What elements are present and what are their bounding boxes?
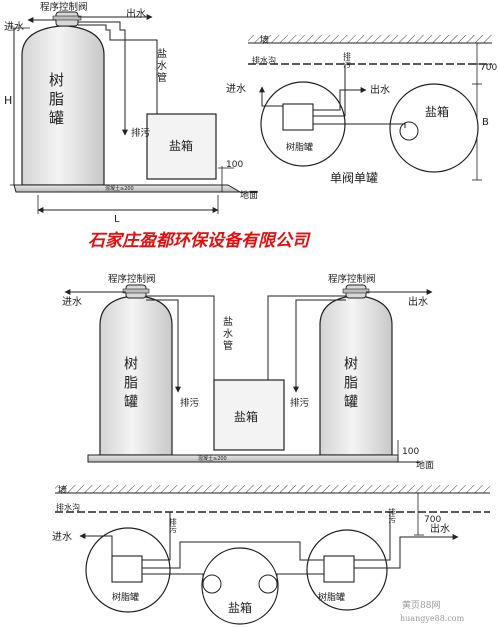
control-valve-plan-left (111, 555, 143, 583)
plan-salt-tank-label: 盐箱 (425, 104, 449, 119)
control-valve-label: 程序控制阀 (40, 1, 88, 13)
water-in-label: 进水 (4, 21, 24, 33)
plan-dim-700-double-label: 700 (424, 515, 441, 525)
company-name: 石家庄盈都环保设备有限公司 (88, 231, 311, 251)
resin-tank-right-label: 树脂罐 (342, 356, 358, 413)
plan-trench-label: 排水沟 (252, 55, 276, 65)
height-label: H (4, 94, 12, 107)
ground-double-label: 地面 (416, 459, 434, 471)
salt-tank-plan-double (201, 547, 279, 625)
watermark-line1: 黄页88网 (402, 599, 440, 611)
control-valve-plan-right (323, 555, 355, 583)
control-valve-left-label: 程序控制阀 (108, 273, 156, 285)
wall-hatch-single (248, 35, 492, 43)
plan-wall-label: 墙 (260, 34, 269, 46)
plan-water-in-label: 进水 (226, 83, 246, 95)
base-text-double-label: 混凝土≥200 (198, 455, 227, 462)
single-plan (248, 35, 492, 181)
wall-hatch-double (55, 485, 490, 493)
brine-well-single (399, 121, 419, 141)
dim-100-double-label: 100 (402, 447, 419, 457)
ground-label: 地面 (240, 189, 258, 201)
double-plan (55, 485, 490, 625)
watermark-line2: huangye88.com (400, 614, 465, 623)
plan-title-label: 单阀单罐 (330, 171, 378, 185)
water-out-label: 出水 (126, 7, 146, 20)
salt-tank-label: 盐箱 (169, 138, 193, 153)
plan-drain-right-label: 排污 (387, 507, 396, 525)
single-elevation (10, 11, 258, 214)
brine-pipe-left (146, 295, 215, 380)
salt-tank-plan-single (389, 83, 479, 173)
plan-resin-left-label: 树脂罐 (112, 591, 139, 603)
drain-pipe-left (146, 299, 181, 393)
length-label: L (114, 214, 120, 225)
salt-tank-double-label: 盐箱 (234, 409, 258, 424)
single-plan-labels: 墙 排水沟 排污 700 进水 出水 树脂罐 盐箱 B 单阀单罐 (226, 34, 497, 185)
brine-pipe-right (267, 295, 346, 380)
plan-trench-double-label: 排水沟 (56, 502, 80, 512)
brine-pipe-double-label: 盐水管 (221, 315, 233, 352)
water-in-double-label: 进水 (62, 296, 82, 308)
drain-label: 排污 (131, 127, 151, 139)
watermark: 黄页88网 huangye88.com (400, 599, 465, 623)
plan-resin-right-label: 树脂罐 (318, 591, 345, 603)
plan-water-in-double-label: 进水 (52, 531, 72, 543)
plan-dim-b-label: B (482, 117, 489, 128)
plan-drain-label: 排污 (343, 51, 352, 69)
plan-water-out-double-label: 出水 (430, 522, 450, 535)
plan-dim-700-label: 700 (480, 63, 497, 73)
brine-pipe-single (78, 24, 158, 116)
double-elevation-labels: 程序控制阀 程序控制阀 进水 出水 盐水管 树脂罐 树脂罐 排污 排污 盐箱 1… (62, 273, 434, 471)
dim-100-label: 100 (226, 160, 243, 170)
drain-left-label: 排污 (180, 397, 200, 409)
plan-drain-left-label: 排污 (168, 517, 177, 535)
brine-pipe-label: 盐水管 (155, 47, 167, 84)
double-plan-labels: 墙 排水沟 进水 排污 排污 700 出水 树脂罐 盐箱 树脂罐 (52, 484, 450, 615)
salt-tank-double (213, 379, 285, 451)
plan-wall-double-label: 墙 (58, 484, 67, 496)
control-valve-right-label: 程序控制阀 (328, 273, 376, 285)
salt-tank-single (146, 113, 217, 180)
drain-pipe-right (293, 299, 346, 393)
double-elevation (64, 284, 433, 463)
resin-tank-label: 树脂罐 (47, 72, 65, 129)
base-text-label: 混凝土≥200 (105, 185, 134, 192)
drain-right-label: 排污 (290, 397, 310, 409)
control-valve-plan-single (282, 103, 314, 131)
plan-water-out-label: 出水 (370, 83, 390, 96)
water-out-double-label: 出水 (408, 295, 428, 308)
single-elevation-labels: 程序控制阀 进水 出水 H 树脂罐 盐水管 排污 盐箱 100 地面 混凝土≥2… (4, 1, 258, 225)
plan-resin-tank-label: 树脂罐 (286, 141, 313, 153)
resin-tank-left-label: 树脂罐 (122, 356, 138, 413)
plan-salt-tank-double-label: 盐箱 (228, 600, 252, 615)
concrete-base-double (87, 454, 399, 463)
drain-pipe-single (78, 21, 128, 136)
